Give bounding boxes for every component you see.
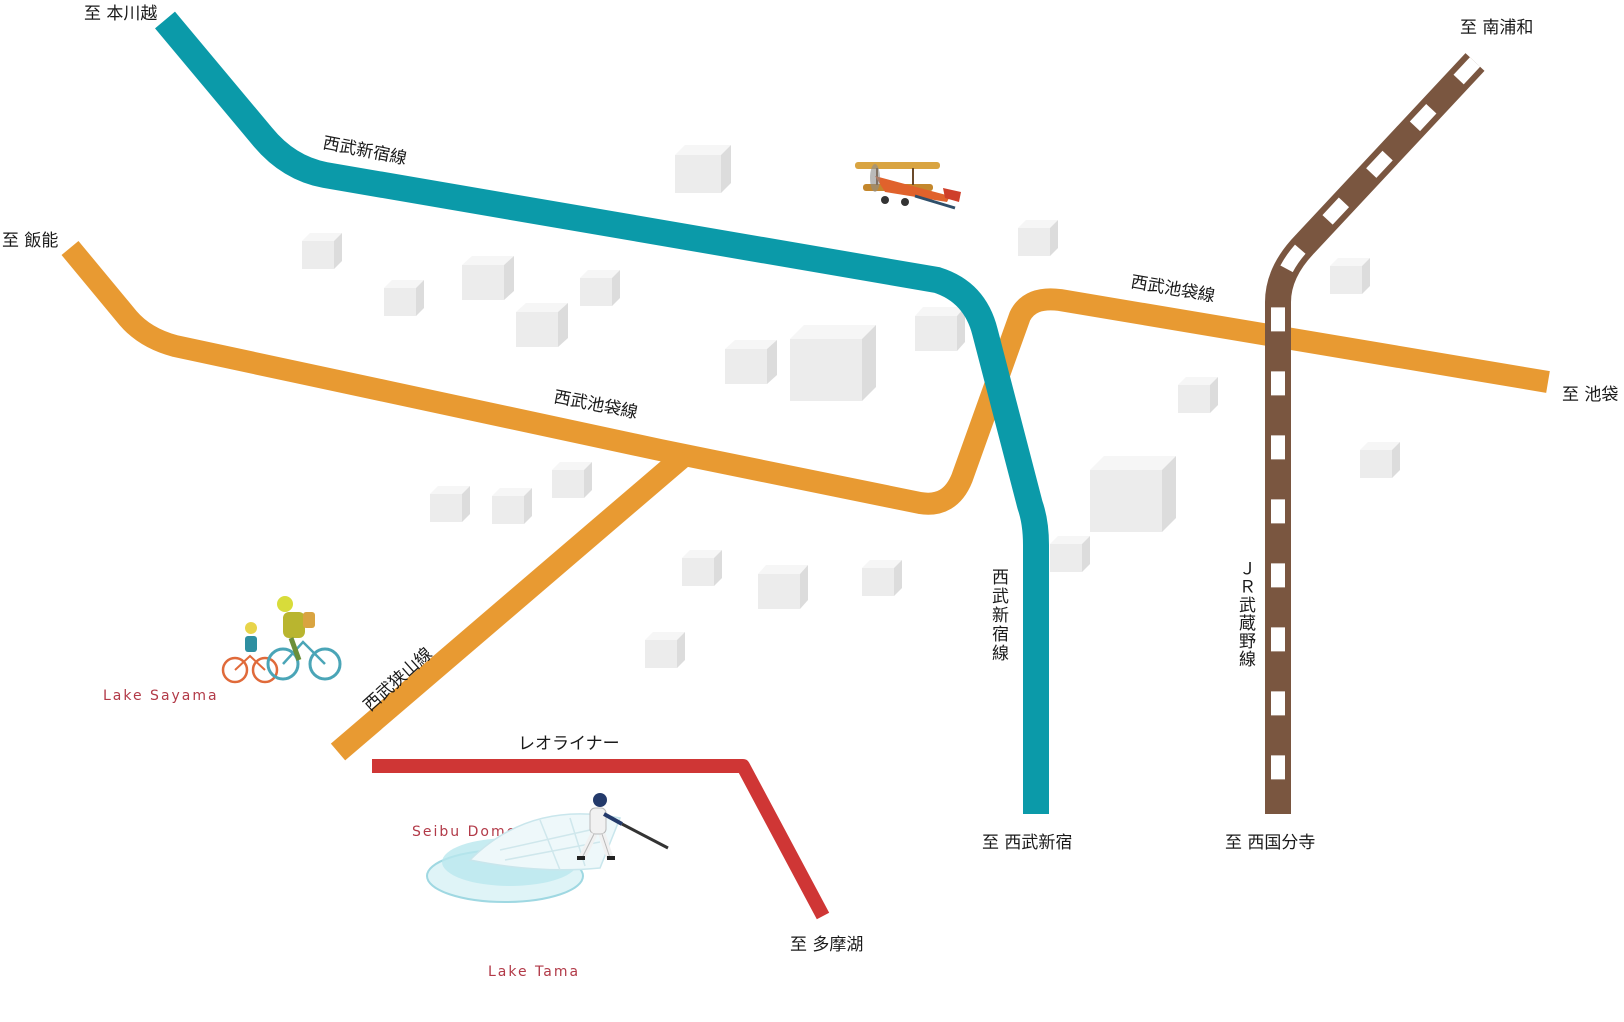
ikebukuro-line-west <box>61 240 1550 515</box>
building-icon <box>725 340 777 384</box>
building-icon <box>552 462 592 498</box>
baseball-batter-icon <box>577 793 669 860</box>
destination-nishi-kokubunji: 至 西国分寺 <box>1225 833 1315 853</box>
shinjuku-line <box>155 11 1049 814</box>
destination-ikebukuro: 至 池袋 <box>1562 385 1618 405</box>
leo-liner-label: レオライナー <box>518 734 620 754</box>
building-icon <box>790 325 876 401</box>
building-icon <box>1178 377 1218 413</box>
building-icon <box>1330 258 1370 294</box>
building-icon <box>682 550 722 586</box>
building-icon <box>516 303 568 347</box>
building-icon <box>580 270 620 306</box>
building-icon <box>430 486 470 522</box>
building-icon <box>1360 442 1400 478</box>
building-icon <box>384 280 424 316</box>
musashino-line <box>1265 53 1485 814</box>
building-icon <box>915 307 965 351</box>
seibu-dome-label: Seibu Dome <box>412 824 517 840</box>
building-icon <box>1050 536 1090 572</box>
building-icon <box>1090 456 1176 532</box>
building-icon <box>1018 220 1058 256</box>
building-icon <box>302 233 342 269</box>
musashino-line-vertical-label: ＪＲ武蔵野線 <box>1235 560 1256 668</box>
lake-tama-label: Lake Tama <box>488 964 580 980</box>
building-icon <box>758 565 808 609</box>
destination-tamako: 至 多摩湖 <box>790 935 863 955</box>
cyclists-icon <box>221 596 342 684</box>
musashino-line-dashes <box>1271 57 1481 814</box>
leo-liner-line <box>372 759 830 920</box>
ikebukuro-line-label-west: 西武池袋線 <box>552 387 639 423</box>
biplane-icon <box>855 162 961 210</box>
destination-minami-urawa: 至 南浦和 <box>1460 18 1533 38</box>
building-icon <box>462 256 514 300</box>
building-icon <box>862 560 902 596</box>
lake-sayama-label: Lake Sayama <box>103 688 219 704</box>
buildings <box>302 145 1400 668</box>
building-icon <box>645 632 685 668</box>
ikebukuro-line-label-east: 西武池袋線 <box>1129 272 1216 306</box>
destination-hon-kawagoe: 至 本川越 <box>84 4 157 24</box>
shinjuku-line-vertical-label: 西武新宿線 <box>988 568 1009 663</box>
building-icon <box>675 145 731 193</box>
building-icon <box>492 488 532 524</box>
sayama-line <box>330 446 693 761</box>
destination-hanno: 至 飯能 <box>2 231 58 251</box>
destination-seibu-shinjuku: 至 西武新宿 <box>982 833 1072 853</box>
